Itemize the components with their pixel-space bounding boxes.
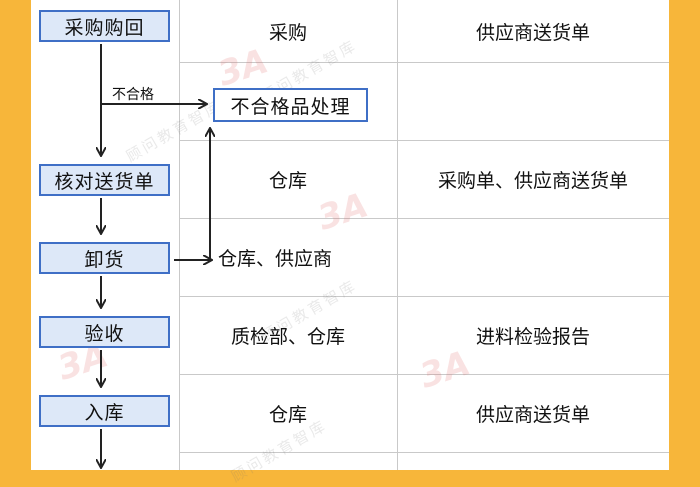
step-warehousing-box: 入库 bbox=[39, 395, 170, 427]
dept-cell: 采购 bbox=[268, 21, 307, 44]
grid-line bbox=[397, 0, 398, 470]
grid-line bbox=[179, 0, 180, 470]
grid-line bbox=[179, 62, 669, 63]
grid-line bbox=[179, 452, 669, 453]
document-cell: 供应商送货单 bbox=[475, 403, 590, 426]
step-unload-box: 卸货 bbox=[39, 242, 170, 274]
dept-cell: 质检部、仓库 bbox=[230, 325, 345, 348]
flow-arrows bbox=[0, 44, 700, 470]
dept-cell: 仓库 bbox=[268, 403, 307, 426]
dept-cell: 仓库、供应商 bbox=[218, 247, 333, 270]
step-inspect-box: 验收 bbox=[39, 316, 170, 348]
nonconforming-condition-label: 不合格 bbox=[112, 87, 154, 103]
nonconforming-handling-box: 不合格品处理 bbox=[213, 88, 368, 122]
document-cell: 采购单、供应商送货单 bbox=[437, 169, 628, 192]
grid-line bbox=[179, 140, 669, 141]
dept-cell: 仓库 bbox=[268, 169, 307, 192]
document-cell: 进料检验报告 bbox=[475, 325, 590, 348]
grid-line bbox=[179, 218, 669, 219]
step-purchase-box: 采购购回 bbox=[39, 10, 170, 42]
grid-line bbox=[179, 296, 669, 297]
step-check-delivery-note-box: 核对送货单 bbox=[39, 164, 170, 196]
grid-line bbox=[179, 374, 669, 375]
document-cell: 供应商送货单 bbox=[475, 21, 590, 44]
content-panel bbox=[31, 0, 669, 470]
